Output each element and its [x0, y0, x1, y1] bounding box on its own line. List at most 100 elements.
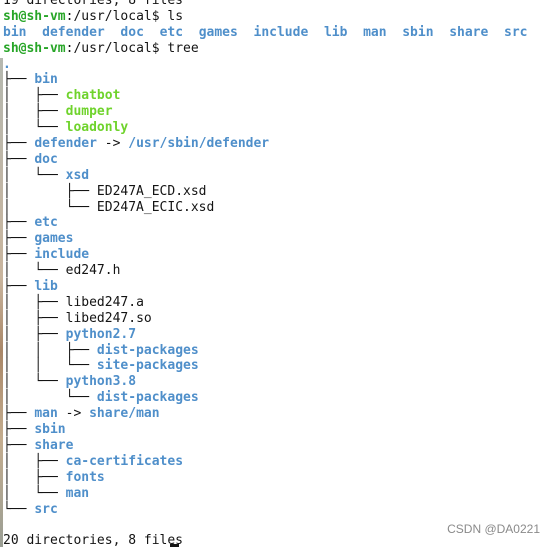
- ls-entry: bin: [3, 24, 27, 40]
- tree-branch: │ ├──: [3, 453, 66, 469]
- ls-entry: sbin: [402, 24, 434, 40]
- tree-branch: ├──: [3, 72, 35, 88]
- tree-branch: │ ├──: [3, 104, 66, 120]
- tree-branch: │ ├──: [3, 310, 66, 326]
- tree-entry-name: man: [34, 406, 58, 422]
- tree-branch: │ └──: [3, 199, 97, 215]
- tree-branch: │ └──: [3, 120, 66, 136]
- prompt-path: :/usr/local: [65, 8, 152, 24]
- tree-line: .: [3, 57, 555, 73]
- tree-branch: │ ├──: [3, 294, 66, 310]
- ls-output-line: bin defender doc etc games include lib m…: [3, 25, 555, 41]
- previous-output-line: 19 directories, 8 files: [3, 0, 184, 8]
- tree-line: └── src: [3, 502, 555, 518]
- tree-line: ├── sbin: [3, 422, 555, 438]
- tree-branch: │ └──: [3, 263, 66, 279]
- tree-entry-name: dumper: [65, 104, 113, 120]
- tree-entry-name: defender: [34, 136, 97, 152]
- tree-output: .├── bin│ ├── chatbot│ ├── dumper│ └── l…: [3, 57, 555, 518]
- tree-entry-name: include: [34, 247, 90, 263]
- tree-branch: │ ├──: [3, 88, 66, 104]
- ls-entry: lib: [323, 24, 348, 40]
- tree-entry-name: python2.7: [65, 326, 137, 342]
- terminal-output[interactable]: 19 directories, 8 files sh@sh-vm:/usr/lo…: [3, 0, 555, 549]
- ls-entry: doc: [120, 24, 144, 40]
- tree-line: │ ├── ca-certificates: [3, 454, 555, 470]
- tree-entry-name: ca-certificates: [65, 453, 184, 469]
- tree-branch: │ └──: [3, 167, 66, 183]
- tree-line: ├── games: [3, 231, 555, 247]
- tree-branch: ├──: [3, 422, 35, 438]
- tree-entry-name: games: [34, 231, 74, 247]
- tree-line: │ └── xsd: [3, 168, 555, 184]
- tree-line: │ └── ED247A_ECIC.xsd: [3, 200, 555, 216]
- tree-line: │ ├── chatbot: [3, 88, 555, 104]
- tree-line: ├── lib: [3, 279, 555, 295]
- terminal-cursor: [170, 544, 179, 547]
- tree-branch: └──: [3, 501, 35, 517]
- ls-entry: man: [363, 24, 387, 40]
- tree-entry-name: bin: [34, 72, 58, 88]
- prompt-line-tree: sh@sh-vm:/usr/local$ tree: [3, 41, 555, 57]
- tree-line: │ ├── fonts: [3, 470, 555, 486]
- watermark: CSDN @DA0221: [447, 522, 540, 536]
- tree-entry-name: libed247.a: [65, 294, 144, 310]
- tree-entry-name: etc: [34, 215, 58, 231]
- tree-line: ├── man -> share/man: [3, 406, 555, 422]
- tree-branch: │ │ ├──: [3, 342, 97, 358]
- tree-branch: │ └──: [3, 390, 97, 406]
- tree-line: │ │ ├── dist-packages: [3, 343, 555, 359]
- tree-line: │ └── man: [3, 486, 555, 502]
- tree-line: │ └── ed247.h: [3, 263, 555, 279]
- tree-branch: ├──: [3, 215, 35, 231]
- tree-branch: │ ├──: [3, 469, 66, 485]
- tree-entry-name: share: [34, 437, 74, 453]
- symlink-arrow: ->: [57, 406, 90, 422]
- tree-entry-name: site-packages: [96, 358, 199, 374]
- prompt-path: :/usr/local: [65, 40, 152, 56]
- tree-entry-name: ED247A_ECIC.xsd: [96, 199, 215, 215]
- tree-line: │ └── loadonly: [3, 120, 555, 136]
- tree-line: ├── bin: [3, 72, 555, 88]
- tree-entry-name: xsd: [65, 167, 90, 183]
- tree-line: │ ├── dumper: [3, 104, 555, 120]
- command-text: $ ls: [151, 8, 184, 24]
- tree-entry-name: dist-packages: [96, 342, 199, 358]
- tree-line: │ ├── libed247.so: [3, 311, 555, 327]
- ls-entry: share: [449, 24, 489, 40]
- tree-entry-name: ed247.h: [65, 263, 121, 279]
- tree-line: │ ├── libed247.a: [3, 295, 555, 311]
- tree-line: │ ├── python2.7: [3, 327, 555, 343]
- tree-branch: │ └──: [3, 374, 66, 390]
- tree-line: ├── etc: [3, 215, 555, 231]
- tree-branch: ├──: [3, 279, 35, 295]
- tree-branch: ├──: [3, 136, 35, 152]
- symlink-target: share/man: [89, 406, 160, 422]
- tree-entry-name: lib: [34, 279, 58, 295]
- tree-entry-name: python3.8: [65, 374, 137, 390]
- tree-entry-name: loadonly: [65, 120, 129, 136]
- tree-entry-name: libed247.so: [65, 310, 152, 326]
- tree-line: ├── include: [3, 247, 555, 263]
- tree-line: ├── doc: [3, 152, 555, 168]
- tree-branch: ├──: [3, 406, 35, 422]
- ls-entry: games: [198, 24, 238, 40]
- tree-entry-name: dist-packages: [96, 390, 199, 406]
- tree-branch: │ ├──: [3, 326, 66, 342]
- tree-line: │ └── dist-packages: [3, 390, 555, 406]
- tree-entry-name: fonts: [65, 469, 105, 485]
- ls-entry: src: [504, 24, 528, 40]
- ls-entry: defender: [42, 24, 105, 40]
- tree-entry-name: .: [3, 56, 11, 72]
- tree-line: │ └── python3.8: [3, 374, 555, 390]
- tree-entry-name: chatbot: [65, 88, 121, 104]
- tree-entry-name: src: [34, 501, 58, 517]
- ls-entry: include: [253, 24, 309, 40]
- tree-entry-name: ED247A_ECD.xsd: [96, 183, 207, 199]
- tree-branch: │ └──: [3, 485, 66, 501]
- prompt-user-host: sh@sh-vm: [3, 8, 66, 24]
- tree-branch: │ ├──: [3, 183, 97, 199]
- tree-branch: ├──: [3, 437, 35, 453]
- tree-branch: ├──: [3, 247, 35, 263]
